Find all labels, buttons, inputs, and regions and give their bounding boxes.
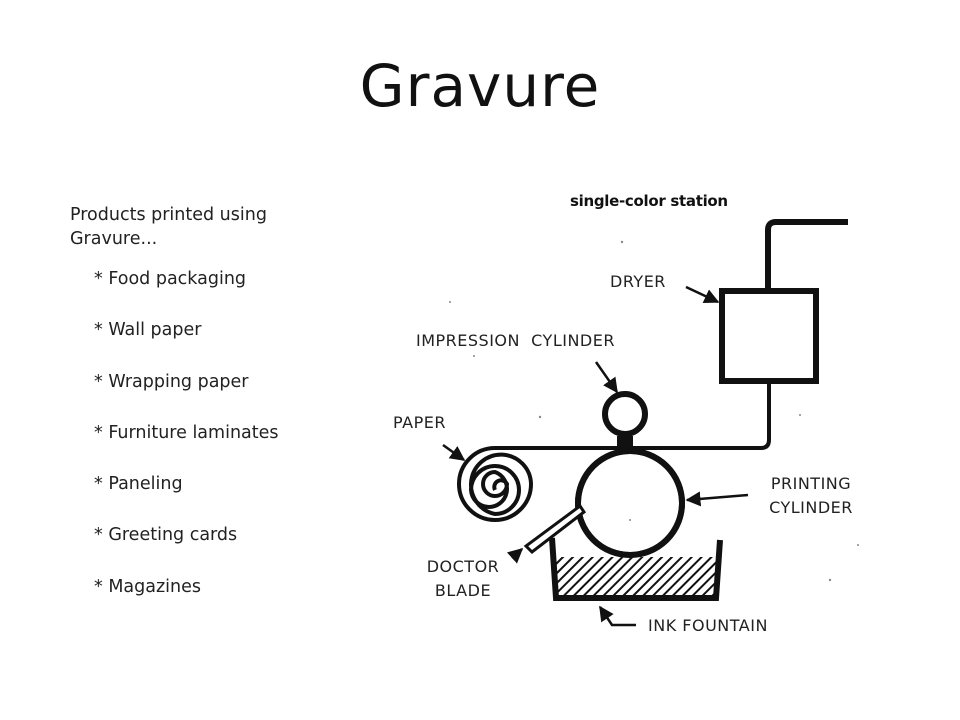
label-doctor-blade: DOCTOR BLADE	[426, 557, 500, 600]
ink-fountain-trough	[549, 537, 723, 601]
list-item: * Paneling	[94, 474, 183, 495]
label-impression-cylinder: IMPRESSION CYLINDER	[416, 331, 615, 350]
intro-text: Products printed using Gravure...	[70, 205, 267, 249]
products-text-block: Products printed using Gravure... * Food…	[70, 203, 350, 626]
label-ink-fountain: INK FOUNTAIN	[648, 616, 768, 635]
label-dryer: DRYER	[610, 272, 666, 291]
list-item: * Food packaging	[94, 269, 247, 289]
label-paper: PAPER	[393, 413, 446, 432]
list-item: * Magazines	[94, 576, 201, 597]
web-path-top	[765, 219, 848, 288]
dryer-box	[719, 288, 819, 384]
web-path-bottom	[495, 384, 771, 450]
ink-hatch	[556, 557, 716, 595]
slide-title: Gravure	[359, 52, 601, 120]
paper-roll	[457, 446, 534, 522]
list-item: * Wrapping paper	[94, 371, 249, 392]
products-list: * Food packaging * Wall paper * Wrapping…	[70, 267, 350, 626]
diagram-caption: single-color station	[570, 192, 728, 210]
doctor-blade	[523, 503, 587, 554]
list-item: * Furniture laminates	[94, 422, 279, 443]
list-item: * Wall paper	[94, 320, 202, 341]
list-item: * Greeting cards	[94, 525, 238, 546]
impression-cylinder	[602, 391, 648, 437]
label-printing-cylinder: PRINTING CYLINDER	[769, 474, 853, 517]
